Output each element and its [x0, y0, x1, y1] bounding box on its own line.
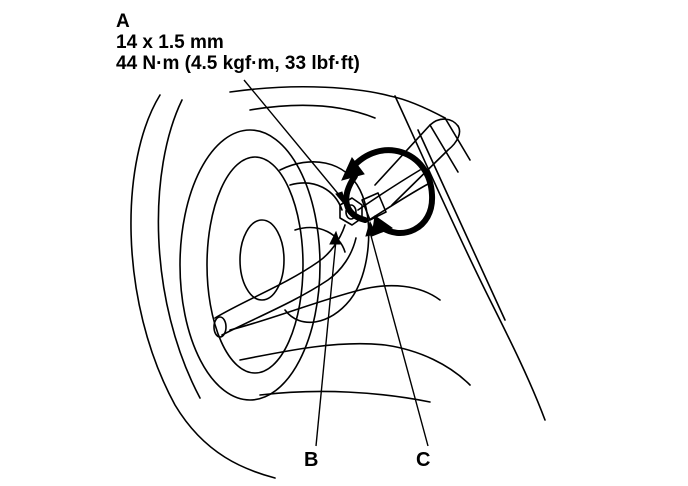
fitting-bore [345, 204, 357, 220]
callout-b-label: B [304, 449, 319, 471]
lower-arm [259, 390, 431, 403]
upper-panel-2 [249, 104, 376, 119]
callout-a-label: A [116, 11, 130, 32]
caliper-body [279, 161, 370, 324]
fender-arc-inner [157, 99, 201, 399]
brake-line-top [357, 169, 421, 211]
right-strut-2 [417, 129, 506, 321]
wrench-handle-bottom [391, 125, 461, 206]
hub [239, 219, 285, 301]
callout-a-torque-spec: 44 N·m (4.5 kgf·m, 33 lbf·ft) [116, 53, 360, 74]
right-strut [394, 95, 546, 421]
knuckle [229, 284, 441, 331]
brake-rotor [179, 129, 321, 401]
fender-arc [130, 94, 276, 479]
arrowhead-rotation-2 [371, 215, 394, 237]
knuckle-lower [239, 342, 471, 386]
brake-rotor-inner [206, 156, 304, 374]
upper-panel [229, 85, 446, 119]
rotation-arrow [349, 147, 436, 236]
arrowhead-rotation-1 [341, 157, 365, 181]
leader-a [243, 79, 341, 197]
rotation-arrow-2 [343, 173, 368, 223]
hose-end [213, 316, 227, 338]
leader-b [315, 239, 337, 447]
flare-nut [361, 192, 387, 221]
callout-c-label: C [416, 449, 431, 471]
wrench-grip [429, 117, 471, 173]
brake-hose-bottom [221, 237, 357, 336]
callout-a-thread-size: 14 x 1.5 mm [116, 32, 224, 53]
arrowhead-leader-a [335, 191, 347, 207]
leader-c [369, 231, 429, 447]
